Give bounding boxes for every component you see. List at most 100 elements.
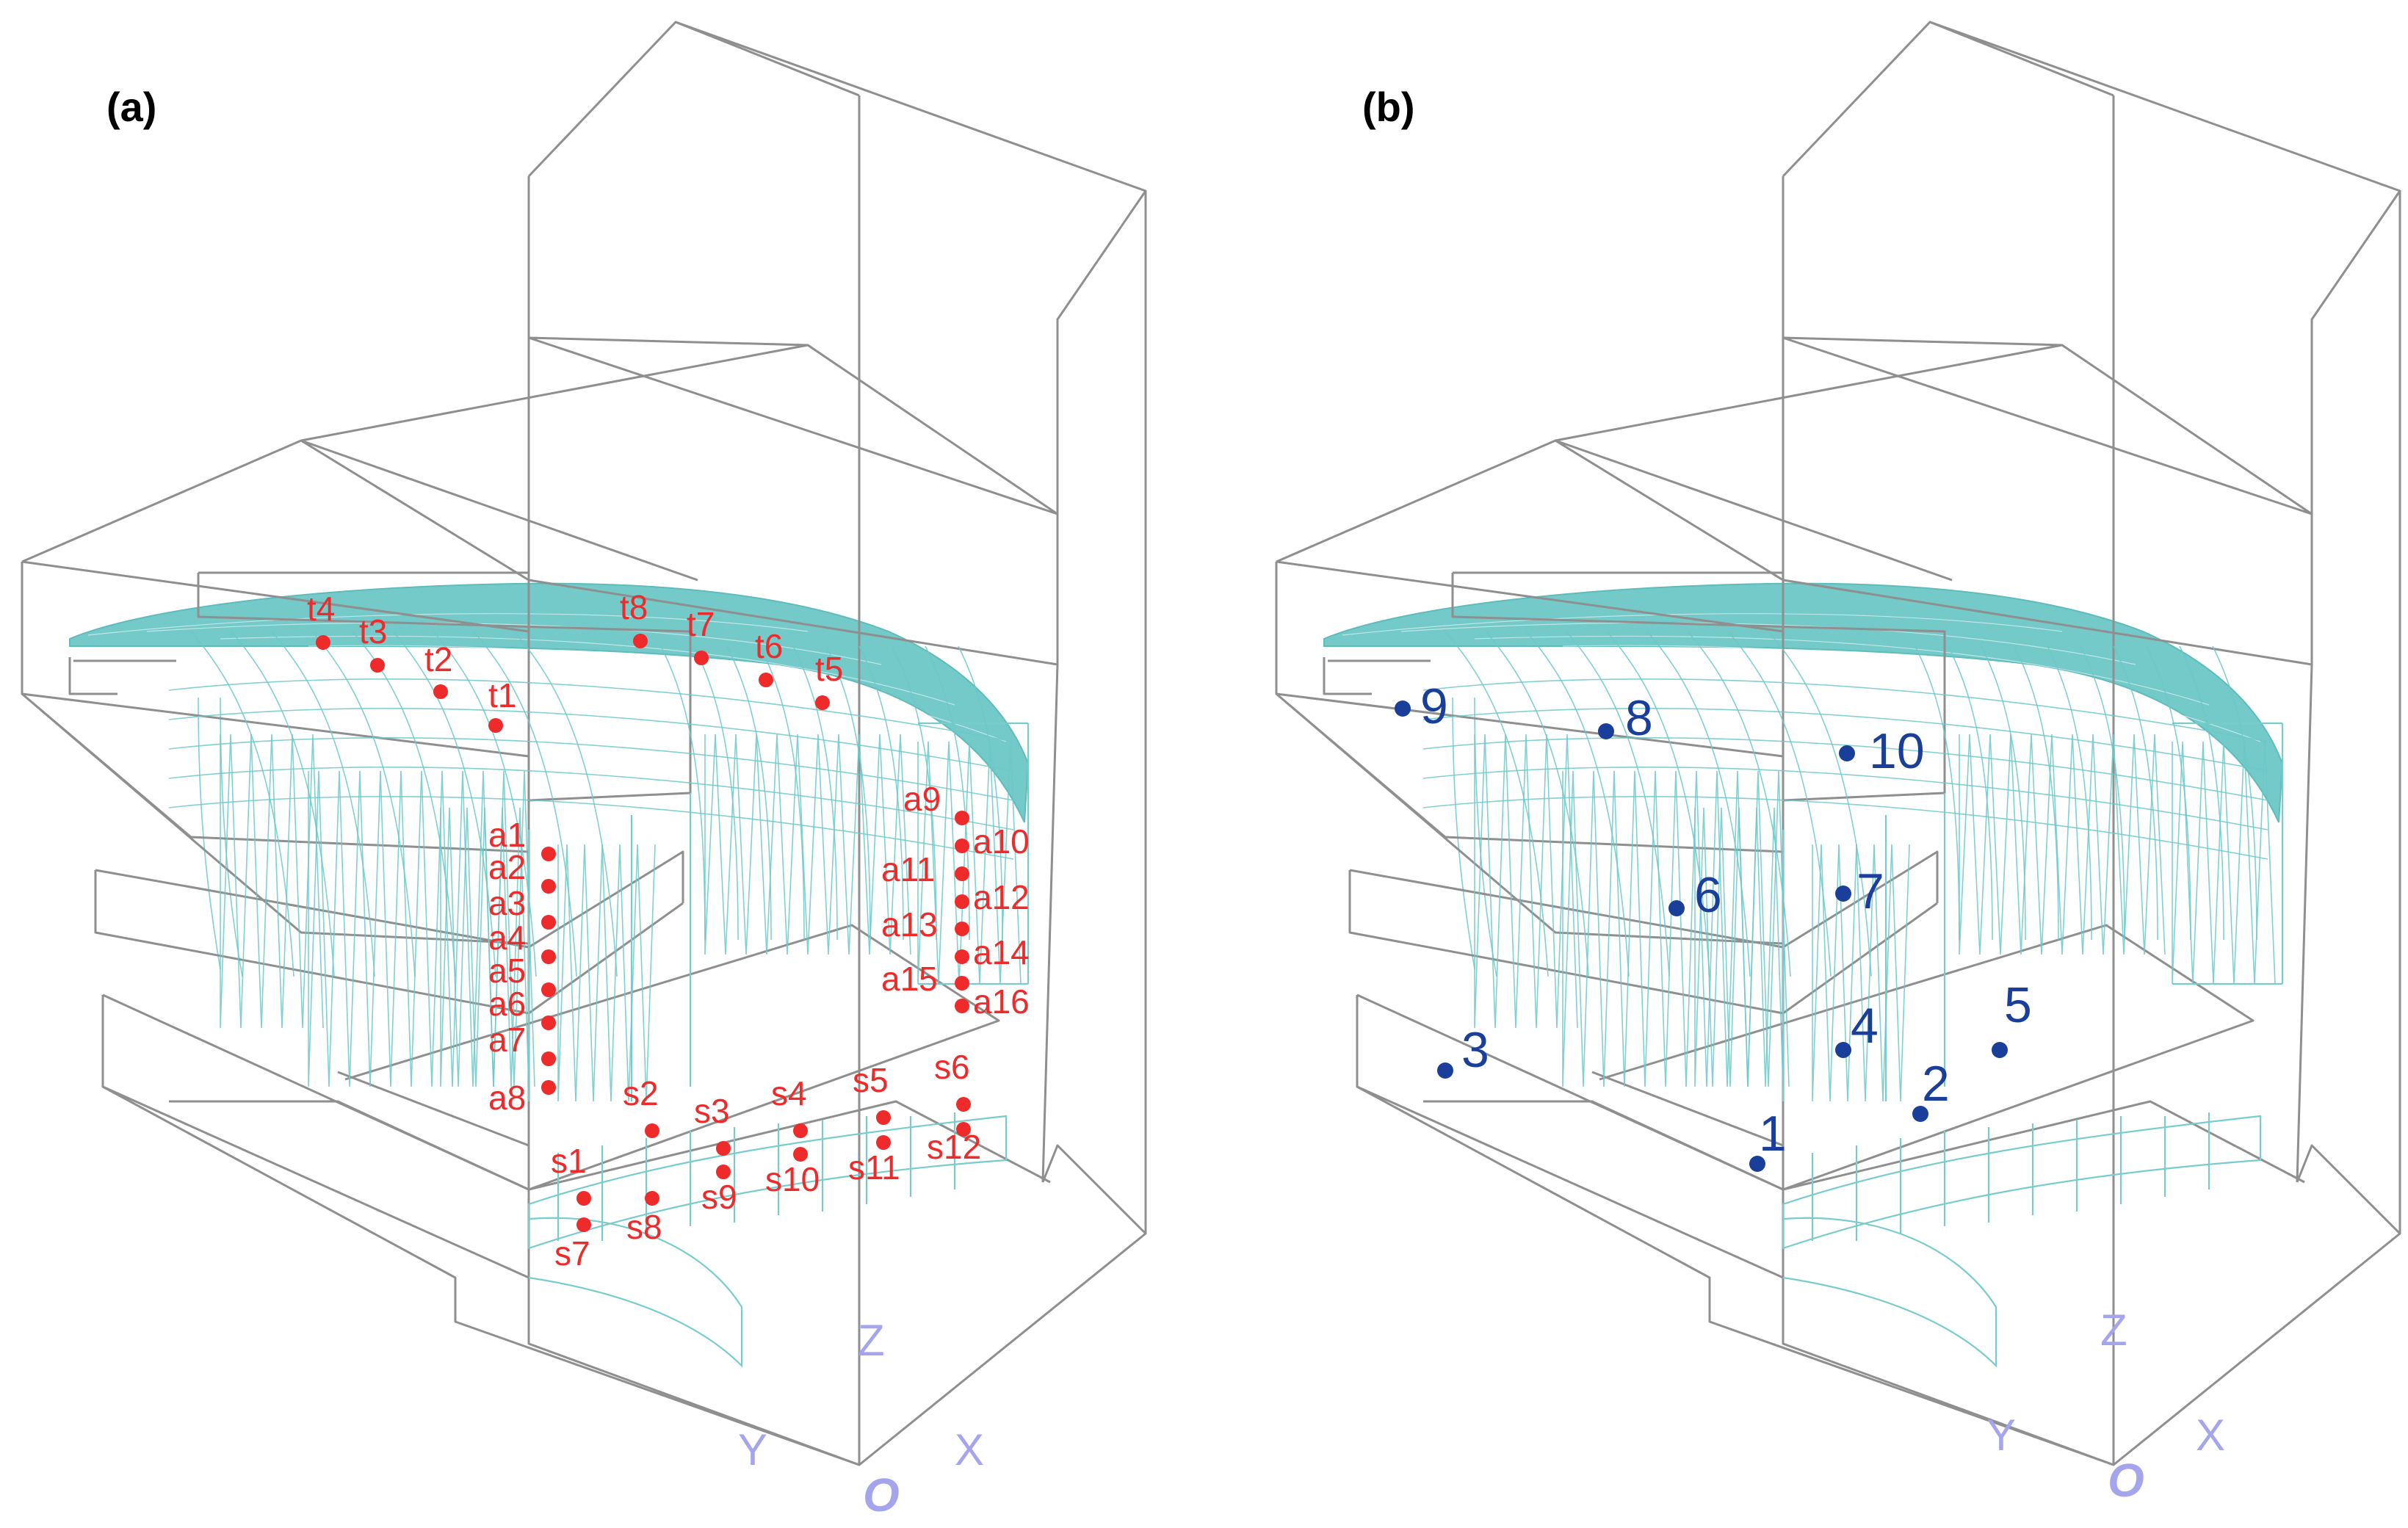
truss-arc <box>231 631 335 977</box>
point-label-t7: t7 <box>687 605 715 643</box>
point-marker-7 <box>1835 886 1851 902</box>
point-marker-a8 <box>541 1080 556 1095</box>
truss-arc <box>1948 645 1993 941</box>
point-label-a7: a7 <box>488 1021 526 1059</box>
axis-z-label-b: Z <box>2100 1306 2127 1355</box>
point-label-s12: s12 <box>927 1128 981 1166</box>
truss-arc <box>2080 645 2125 941</box>
point-marker-a11 <box>955 866 969 881</box>
truss-arc <box>352 631 456 977</box>
point-marker-t2 <box>433 684 448 699</box>
point-label-7: 7 <box>1856 863 1884 919</box>
point-marker-s12 <box>956 1122 971 1137</box>
point-marker-s11 <box>876 1135 891 1150</box>
panel-a: (a) t1t2t3t4t5t6t7t8a1a2a3a4a5a6a7a8a9a1… <box>21 21 1147 1521</box>
point-label-a14: a14 <box>973 933 1030 971</box>
point-label-s6: s6 <box>934 1048 970 1086</box>
point-label-6: 6 <box>1694 867 1722 923</box>
truss-band <box>168 796 1014 860</box>
point-marker-1 <box>1749 1156 1765 1172</box>
point-marker-a9 <box>955 811 969 825</box>
point-marker-a3 <box>541 915 556 930</box>
point-label-a13: a13 <box>881 905 938 944</box>
point-marker-3 <box>1437 1062 1453 1079</box>
point-label-a15: a15 <box>881 960 938 998</box>
point-marker-t4 <box>316 635 330 650</box>
point-marker-a2 <box>541 879 556 894</box>
axis-x-label-a: X <box>955 1425 984 1474</box>
truss-skirt <box>704 734 911 955</box>
point-marker-a7 <box>541 1051 556 1066</box>
truss-arc <box>958 645 1003 941</box>
point-label-t4: t4 <box>307 590 335 628</box>
truss-band <box>1422 767 2268 830</box>
point-marker-9 <box>1395 700 1411 717</box>
point-marker-6 <box>1668 900 1685 916</box>
point-marker-s10 <box>793 1147 808 1162</box>
truss-band <box>1422 796 2268 860</box>
point-label-s11: s11 <box>848 1148 900 1187</box>
point-label-t8: t8 <box>620 588 648 626</box>
axis-z-label-a: Z <box>858 1316 885 1365</box>
point-marker-t5 <box>815 695 830 710</box>
point-marker-s3 <box>716 1141 731 1156</box>
truss-arc <box>2047 645 2092 941</box>
point-label-a1: a1 <box>488 816 526 854</box>
point-label-3: 3 <box>1461 1022 1489 1078</box>
panel-a-label: (a) <box>106 84 156 130</box>
point-label-a6: a6 <box>488 985 526 1023</box>
truss-skirt <box>1812 844 1910 1102</box>
axis-y-label-b: Y <box>1986 1411 2016 1460</box>
truss-arc <box>1915 645 1960 941</box>
point-label-t2: t2 <box>424 640 452 678</box>
point-marker-s8 <box>645 1191 659 1206</box>
truss-arc <box>1485 631 1589 977</box>
point-marker-5 <box>1992 1042 2008 1058</box>
truss-arc <box>1606 631 1710 977</box>
point-label-t1: t1 <box>488 676 516 714</box>
truss-skirt <box>917 741 1022 985</box>
truss-arc <box>858 645 904 941</box>
truss-band <box>1422 678 2268 742</box>
truss-skirt <box>2172 741 2276 985</box>
truss-mesh-a <box>168 631 1022 1102</box>
truss-skirt <box>1474 734 1578 1029</box>
point-marker-a10 <box>955 839 969 853</box>
point-label-a11: a11 <box>881 850 935 888</box>
point-marker-s9 <box>716 1165 731 1179</box>
truss-arc <box>792 645 838 941</box>
truss-arc <box>311 631 416 977</box>
truss-arc <box>271 631 375 977</box>
axis-origin-label-a: O <box>863 1469 900 1521</box>
truss-arc <box>693 645 739 941</box>
truss-arc <box>892 645 937 941</box>
point-label-s5: s5 <box>853 1061 889 1099</box>
point-label-10: 10 <box>1869 723 1925 779</box>
truss-mesh-b <box>1422 631 2276 1102</box>
point-marker-a6 <box>541 1015 556 1030</box>
point-label-a9: a9 <box>903 780 941 818</box>
truss-arc <box>660 645 706 941</box>
point-label-s8: s8 <box>626 1208 662 1246</box>
point-label-a8: a8 <box>488 1079 526 1117</box>
truss-arc <box>759 645 805 941</box>
truss-arc <box>1646 631 1751 977</box>
axis-x-label-b: X <box>2196 1411 2225 1460</box>
truss-arc <box>2179 645 2224 941</box>
truss-band <box>168 737 1014 801</box>
point-marker-10 <box>1839 745 1855 761</box>
point-marker-t3 <box>370 658 385 673</box>
truss-band <box>168 767 1014 830</box>
truss-arc <box>1566 631 1670 977</box>
axis-y-label-a: Y <box>738 1425 767 1474</box>
truss-arc <box>2014 645 2059 941</box>
point-label-s2: s2 <box>623 1074 659 1112</box>
point-marker-a12 <box>955 894 969 909</box>
point-label-a2: a2 <box>488 848 526 886</box>
point-marker-4 <box>1835 1042 1851 1058</box>
point-marker-8 <box>1598 723 1614 739</box>
truss-band <box>168 678 1014 742</box>
